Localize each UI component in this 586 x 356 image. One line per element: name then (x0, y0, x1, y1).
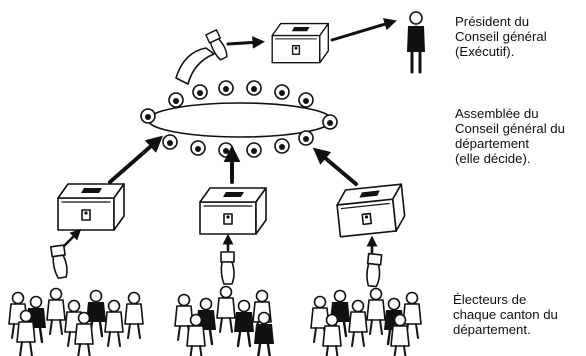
left-ballot-box-icon (57, 183, 125, 231)
left-voter-crowd (8, 287, 144, 356)
right-voter-crowd (310, 287, 422, 356)
arrow-right-to-assembly-icon (312, 147, 358, 186)
arrow-box-to-president-icon (330, 18, 397, 42)
assembly-table (140, 80, 338, 158)
center-hand-icon (220, 251, 235, 285)
president-figure (407, 11, 425, 74)
assembly-label: Assemblée du Conseil général du départem… (455, 106, 565, 166)
assembly-hand-arm (175, 47, 215, 85)
arrow-hand-to-box-icon (226, 36, 266, 49)
right-hand-icon (364, 252, 383, 288)
left-hand-icon (50, 244, 69, 280)
arrow-left-to-assembly-icon (108, 135, 164, 184)
center-ballot-box-icon (199, 187, 267, 235)
president-ballot-box-icon (271, 22, 329, 64)
center-voter-crowd (174, 285, 276, 356)
right-ballot-box-icon (334, 183, 407, 238)
voters-label: Électeurs de chaque canton du départemen… (453, 292, 558, 337)
president-label: Président du Conseil général (Exécutif). (455, 14, 547, 59)
arrow-left-hand-icon (62, 228, 82, 248)
